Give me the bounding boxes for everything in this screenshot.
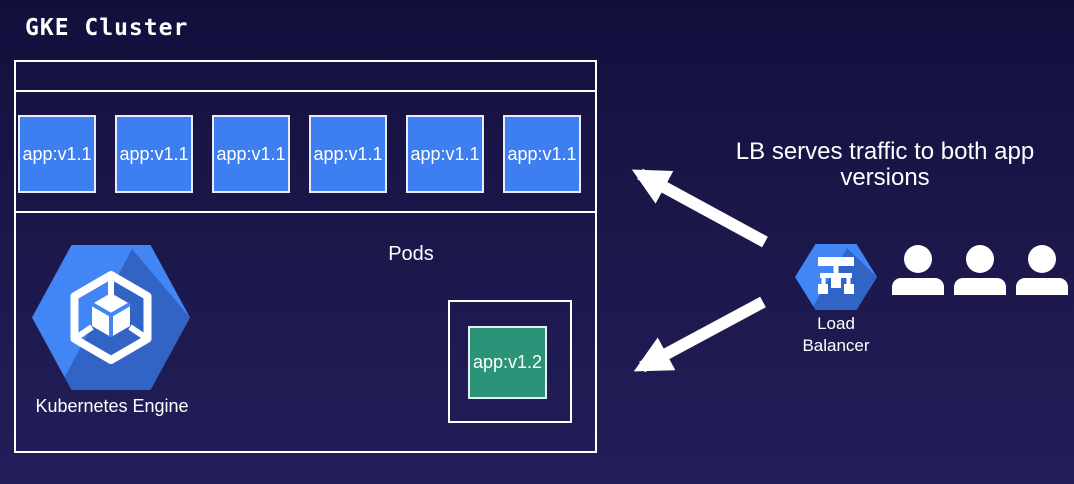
page-title: GKE Cluster: [25, 15, 189, 41]
kubernetes-engine-icon: [32, 245, 190, 390]
pod-v1: app:v1.1: [18, 115, 96, 193]
pod-v2: app:v1.2: [468, 326, 547, 399]
arrow-to-v2-pod: [633, 296, 766, 373]
user-icon: [954, 245, 1006, 295]
kubernetes-engine-label: Kubernetes Engine: [35, 396, 189, 416]
load-balancer-icon: [795, 244, 877, 310]
pod-v1: app:v1.1: [309, 115, 387, 193]
pod-v2-box: [448, 300, 572, 423]
load-balancer-label: Load Balancer: [802, 314, 870, 355]
user-icon: [1016, 245, 1068, 295]
lb-annotation-text: LB serves traffic to both app versions: [735, 138, 1035, 191]
pod-v1: app:v1.1: [503, 115, 581, 193]
pod-v1: app:v1.1: [115, 115, 193, 193]
pod-v1: app:v1.1: [212, 115, 290, 193]
gke-cluster-box: [14, 60, 597, 453]
pods-v1-row: app:v1.1 app:v1.1 app:v1.1 app:v1.1 app:…: [18, 115, 581, 193]
user-icon: [892, 245, 944, 295]
pods-label: Pods: [388, 243, 434, 265]
pod-v1: app:v1.1: [406, 115, 484, 193]
node-band: [14, 90, 597, 213]
users-group: [892, 245, 1068, 295]
